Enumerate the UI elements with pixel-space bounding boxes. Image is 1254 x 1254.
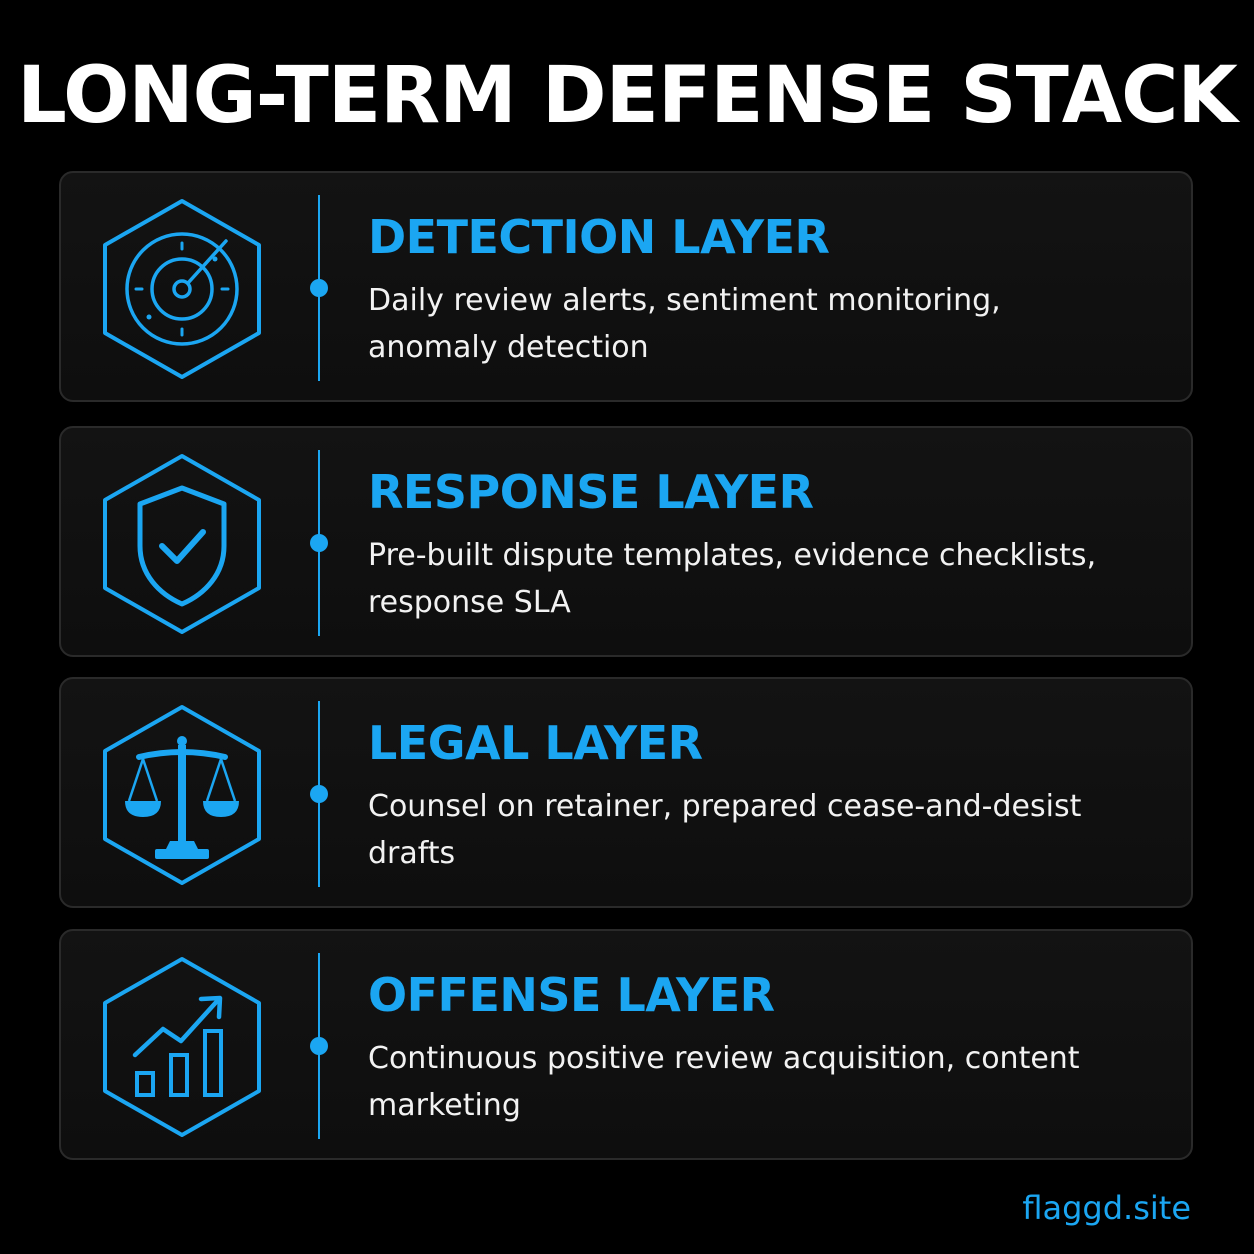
layer-title: RESPONSE LAYER (368, 465, 814, 519)
timeline-node (310, 785, 328, 803)
layer-title: DETECTION LAYER (368, 210, 830, 264)
timeline-node (310, 1037, 328, 1055)
layer-card-response: RESPONSE LAYER Pre-built dispute templat… (59, 426, 1193, 657)
timeline-node (310, 279, 328, 297)
layer-description: Continuous positive review acquisition, … (368, 1041, 1080, 1123)
footer-site-link[interactable]: flaggd.site (1022, 1189, 1191, 1227)
layer-card-offense: OFFENSE LAYER Continuous positive review… (59, 929, 1193, 1160)
layer-card-legal: LEGAL LAYER Counsel on retainer, prepare… (59, 677, 1193, 908)
layer-title: LEGAL LAYER (368, 716, 703, 770)
layer-title: OFFENSE LAYER (368, 968, 775, 1022)
layer-card-detection: DETECTION LAYER Daily review alerts, sen… (59, 171, 1193, 402)
timeline-node (310, 534, 328, 552)
scales-icon (99, 703, 265, 887)
shield-check-icon (99, 452, 265, 636)
layer-description: Pre-built dispute templates, evidence ch… (368, 538, 1097, 620)
page-title: LONG-TERM DEFENSE STACK (17, 51, 1238, 141)
layer-description: Counsel on retainer, prepared cease-and-… (368, 789, 1082, 871)
layer-description: Daily review alerts, sentiment monitorin… (368, 283, 1001, 365)
radar-icon (99, 197, 265, 381)
growth-chart-icon (99, 955, 265, 1139)
